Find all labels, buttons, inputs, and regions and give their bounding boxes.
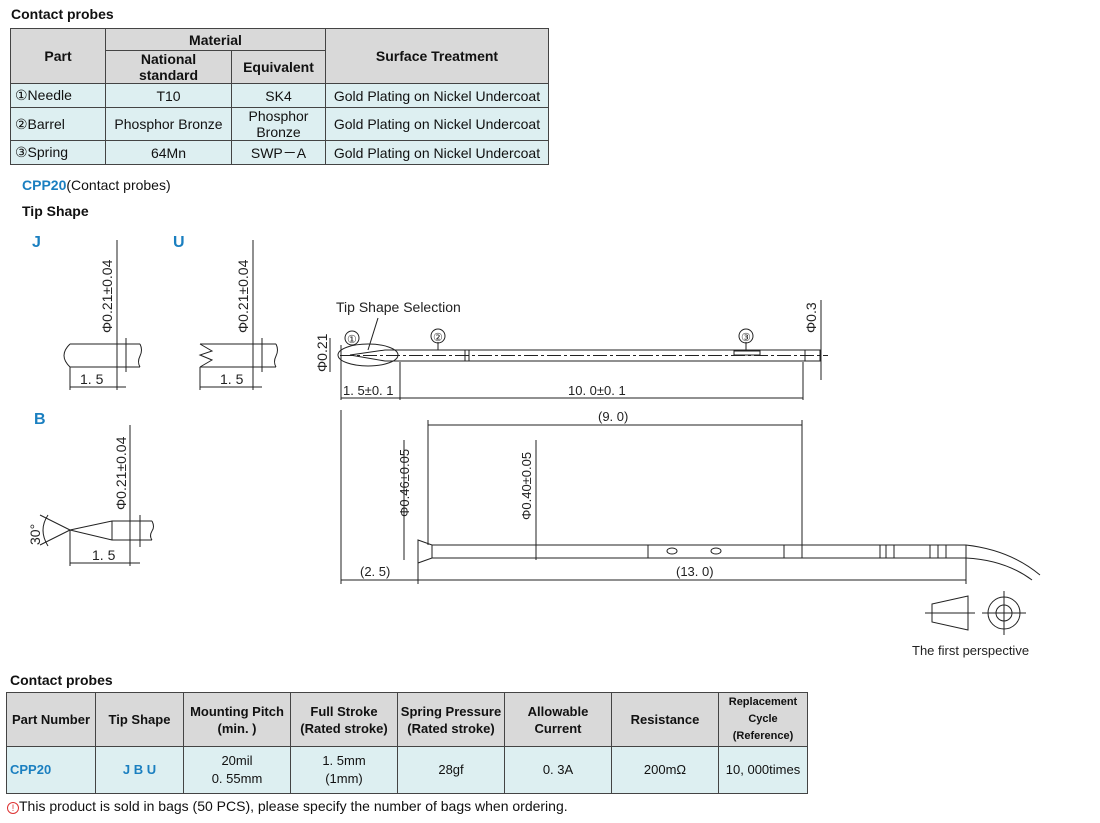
dim-tip-diameter: Φ0.21 [314,333,330,372]
tip-j-break [138,343,142,368]
header-national: National standard [105,50,232,84]
tip-b-outline [69,515,152,547]
part-number-cell: CPP20 [6,746,96,794]
materials-title: Contact probes [11,6,114,22]
dim-040: Φ0.40±0.05 [519,452,534,520]
stroke-cell: 1. 5mm(1mm) [290,746,398,794]
product-code: CPP20 [22,177,67,193]
dim-body-length: 10. 0±0. 1 [568,383,626,398]
callout-1: ① [347,334,357,346]
header-tip-shape: Tip Shape [95,692,184,747]
tip-shape-cell: J B U [95,746,184,794]
tip-shape-title: Tip Shape [22,203,89,219]
surface-cell: Gold Plating on Nickel Undercoat [325,140,549,165]
tip-u-break [274,343,278,368]
surface-cell: Gold Plating on Nickel Undercoat [325,107,549,141]
callout-2: ② [433,332,443,344]
plunger-head [417,539,433,564]
callout-3-circle [738,328,754,344]
dim-tip-length: 1. 5±0. 1 [343,383,394,398]
dim-reference-length: (9. 0) [598,409,628,424]
tip-selection-label: Tip Shape Selection [336,299,461,315]
tip-b-letter: B [34,411,46,428]
tip-j-diameter: Φ0.21±0.04 [99,259,115,333]
spec-table: Part Number Tip Shape Mounting Pitch(min… [6,692,808,794]
cycle-cell: 10, 000times [718,746,808,794]
header-spring-pressure: Spring Pressure(Rated stroke) [397,692,505,747]
spec-title: Contact probes [10,672,113,688]
table-row: ③Spring 64Mn SWP－A Gold Plating on Nicke… [10,140,549,165]
tip-j-letter: J [32,234,41,251]
tip-b-angle: 30° [27,524,43,545]
tip-b-angle-line [39,529,71,546]
header-resistance: Resistance [611,692,719,747]
dim-25: (2. 5) [360,564,390,579]
header-mounting-pitch: Mounting Pitch(min. ) [183,692,291,747]
part-cell: ③Spring [10,140,106,165]
projection-cone [931,595,969,631]
table-row: ②Barrel Phosphor Bronze Phosphor Bronze … [10,107,549,141]
product-desc: (Contact probes) [66,177,171,193]
tip-u-diameter: Φ0.21±0.04 [235,259,251,333]
tip-b-angle-arc [42,514,49,547]
surface-cell: Gold Plating on Nickel Undercoat [325,83,549,108]
dim-13: (13. 0) [676,564,714,579]
header-surface: Surface Treatment [325,28,549,84]
materials-table: Part Material Surface Treatment National… [10,28,549,165]
perspective-label: The first perspective [912,643,1029,658]
pressure-cell: 28gf [397,746,505,794]
tip-j-length: 1. 5 [80,371,104,387]
equivalent-cell: SK4 [231,83,326,108]
callout-1-circle [344,330,360,346]
header-full-stroke: Full Stroke(Rated stroke) [290,692,398,747]
dim-046: Φ0.46±0.05 [397,449,412,517]
tip-b-angle-line [39,514,71,531]
current-cell: 0. 3A [504,746,612,794]
national-cell: T10 [105,83,232,108]
resistance-cell: 200mΩ [611,746,719,794]
header-equivalent: Equivalent [231,50,326,84]
header-material: Material [105,28,326,51]
tip-b-length: 1. 5 [92,547,116,563]
header-part-number: Part Number [6,692,96,747]
order-note-text: This product is sold in bags (50 PCS), p… [19,798,568,814]
order-note: !This product is sold in bags (50 PCS), … [7,798,568,814]
tip-u-length: 1. 5 [220,371,244,387]
part-cell: ②Barrel [10,107,106,141]
leader-1 [367,317,379,351]
callout-2-circle [430,328,446,344]
tip-j-outline [63,338,140,372]
tip-u-outline [198,338,276,372]
national-cell: Phosphor Bronze [105,107,232,141]
national-cell: 64Mn [105,140,232,165]
spring-hatch [733,350,761,356]
table-row: ①Needle T10 SK4 Gold Plating on Nickel U… [10,83,549,108]
info-icon: ! [7,802,19,814]
callout-3: ③ [741,332,751,344]
tip-u-letter: U [173,234,185,251]
dim-body-diameter: Φ0.3 [803,302,819,333]
tip-b-diameter: Φ0.21±0.04 [113,436,129,510]
tip-b-break [150,520,154,541]
socket-outline [432,544,966,559]
lead-wire [965,544,1041,581]
